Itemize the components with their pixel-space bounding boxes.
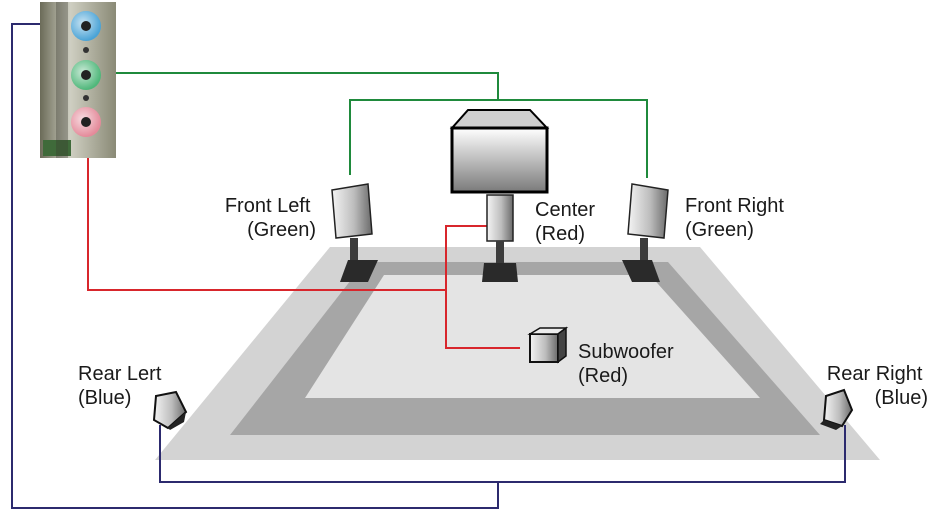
front-left-speaker-icon: [331, 183, 378, 282]
front-right-label: Front Right (Green): [685, 195, 790, 241]
room-floor: [155, 247, 880, 460]
rear-right-speaker-icon: [820, 388, 854, 430]
rear-left-label: Rear Lert (Blue): [78, 363, 167, 409]
rear-left-speaker-icon: [152, 390, 188, 430]
center-label: Center (Red): [535, 199, 601, 245]
rear-audio-panel-icon: [40, 2, 116, 158]
green-cable: [100, 72, 648, 178]
subwoofer-label: Subwoofer (Red): [578, 341, 679, 387]
rear-right-label: Rear Right (Blue): [827, 363, 928, 409]
line-out-jack-icon: [71, 60, 101, 90]
monitor-icon: [449, 109, 550, 194]
mic-jack-icon: [71, 107, 101, 137]
center-speaker-icon: [482, 194, 518, 282]
line-in-jack-icon: [71, 11, 101, 41]
subwoofer-icon: [527, 326, 569, 364]
front-right-speaker-icon: [622, 183, 669, 282]
front-left-label: Front Left (Green): [225, 195, 316, 241]
blue-cable: [11, 23, 846, 509]
red-cable: [87, 120, 520, 349]
